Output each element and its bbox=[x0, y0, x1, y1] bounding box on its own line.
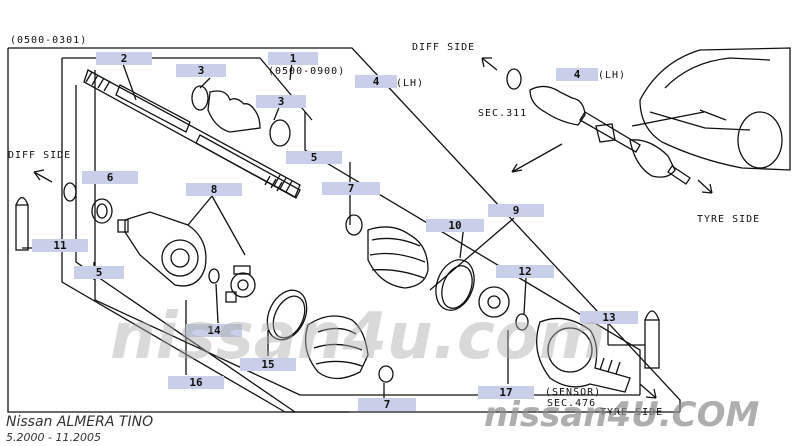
callout-6[interactable]: 6 bbox=[82, 171, 138, 184]
callout-9[interactable]: 9 bbox=[488, 204, 544, 217]
callout-17[interactable]: 17 bbox=[478, 386, 534, 399]
joint-housing-8 bbox=[117, 211, 207, 287]
callout-15[interactable]: 15 bbox=[240, 358, 296, 371]
sensor-label: (SENSOR) bbox=[545, 387, 602, 398]
callout-12[interactable]: 12 bbox=[496, 265, 554, 278]
callout-3a[interactable]: 3 bbox=[176, 64, 226, 77]
range-label-part1: (0500-0900) bbox=[268, 66, 346, 77]
callout-8[interactable]: 8 bbox=[186, 183, 242, 196]
boot-band-15 bbox=[266, 289, 308, 341]
sec311-label: SEC.311 bbox=[478, 108, 528, 119]
callout-1[interactable]: 1 bbox=[268, 52, 318, 65]
watermark-center: nissan4u.com bbox=[110, 300, 606, 374]
bearing-12 bbox=[478, 286, 510, 318]
callout-11[interactable]: 11 bbox=[32, 239, 88, 252]
callout-3b[interactable]: 3 bbox=[256, 95, 306, 108]
lh-label-main: (LH) bbox=[396, 78, 425, 89]
callout-7b[interactable]: 7 bbox=[358, 398, 416, 411]
watermark-bottom-right: nissan4U.COM bbox=[484, 395, 760, 435]
callout-2[interactable]: 2 bbox=[96, 52, 152, 65]
range-label-top-left: (0500-0301) bbox=[10, 35, 88, 46]
boot-1 bbox=[191, 85, 291, 147]
boot-16 bbox=[304, 315, 369, 380]
spider-assembly bbox=[225, 265, 256, 303]
seal-5 bbox=[63, 182, 77, 202]
band-clip-7-lower bbox=[378, 365, 394, 383]
diff-side-label-left: DIFF SIDE bbox=[8, 150, 72, 161]
boot-band-11 bbox=[15, 204, 29, 251]
boot-10 bbox=[367, 226, 429, 289]
outer-frame bbox=[7, 48, 350, 413]
footer-dates: 5.2000 - 11.2005 bbox=[6, 431, 101, 444]
outer-joint-17 bbox=[536, 317, 631, 393]
lh-label-inset: (LH) bbox=[598, 70, 627, 81]
footer-model: Nissan ALMERA TINO bbox=[6, 414, 154, 430]
circlip-14 bbox=[208, 268, 220, 284]
inset-drive-shaft bbox=[506, 68, 691, 185]
callout-7a[interactable]: 7 bbox=[322, 182, 380, 195]
callout-5b[interactable]: 5 bbox=[74, 266, 124, 279]
callout-13[interactable]: 13 bbox=[580, 311, 638, 324]
ring-12 bbox=[515, 313, 529, 331]
callout-16[interactable]: 16 bbox=[168, 376, 224, 389]
sec476-label: SEC.476 bbox=[547, 398, 597, 409]
tyre-side-label-top: TYRE SIDE bbox=[697, 214, 761, 225]
band-clip-7-upper bbox=[345, 214, 363, 236]
callout-14[interactable]: 14 bbox=[186, 324, 242, 337]
callout-4-inset[interactable]: 4 bbox=[556, 68, 598, 81]
callout-4-main[interactable]: 4 bbox=[355, 75, 397, 88]
tyre-side-label-bottom: TYRE SIDE bbox=[600, 407, 664, 418]
callout-10[interactable]: 10 bbox=[426, 219, 484, 232]
boot-band-13 bbox=[644, 319, 660, 369]
dust-shield-6 bbox=[91, 198, 113, 224]
car-illustration bbox=[631, 47, 791, 171]
callout-5a[interactable]: 5 bbox=[286, 151, 342, 164]
diff-side-label-top: DIFF SIDE bbox=[412, 42, 476, 53]
